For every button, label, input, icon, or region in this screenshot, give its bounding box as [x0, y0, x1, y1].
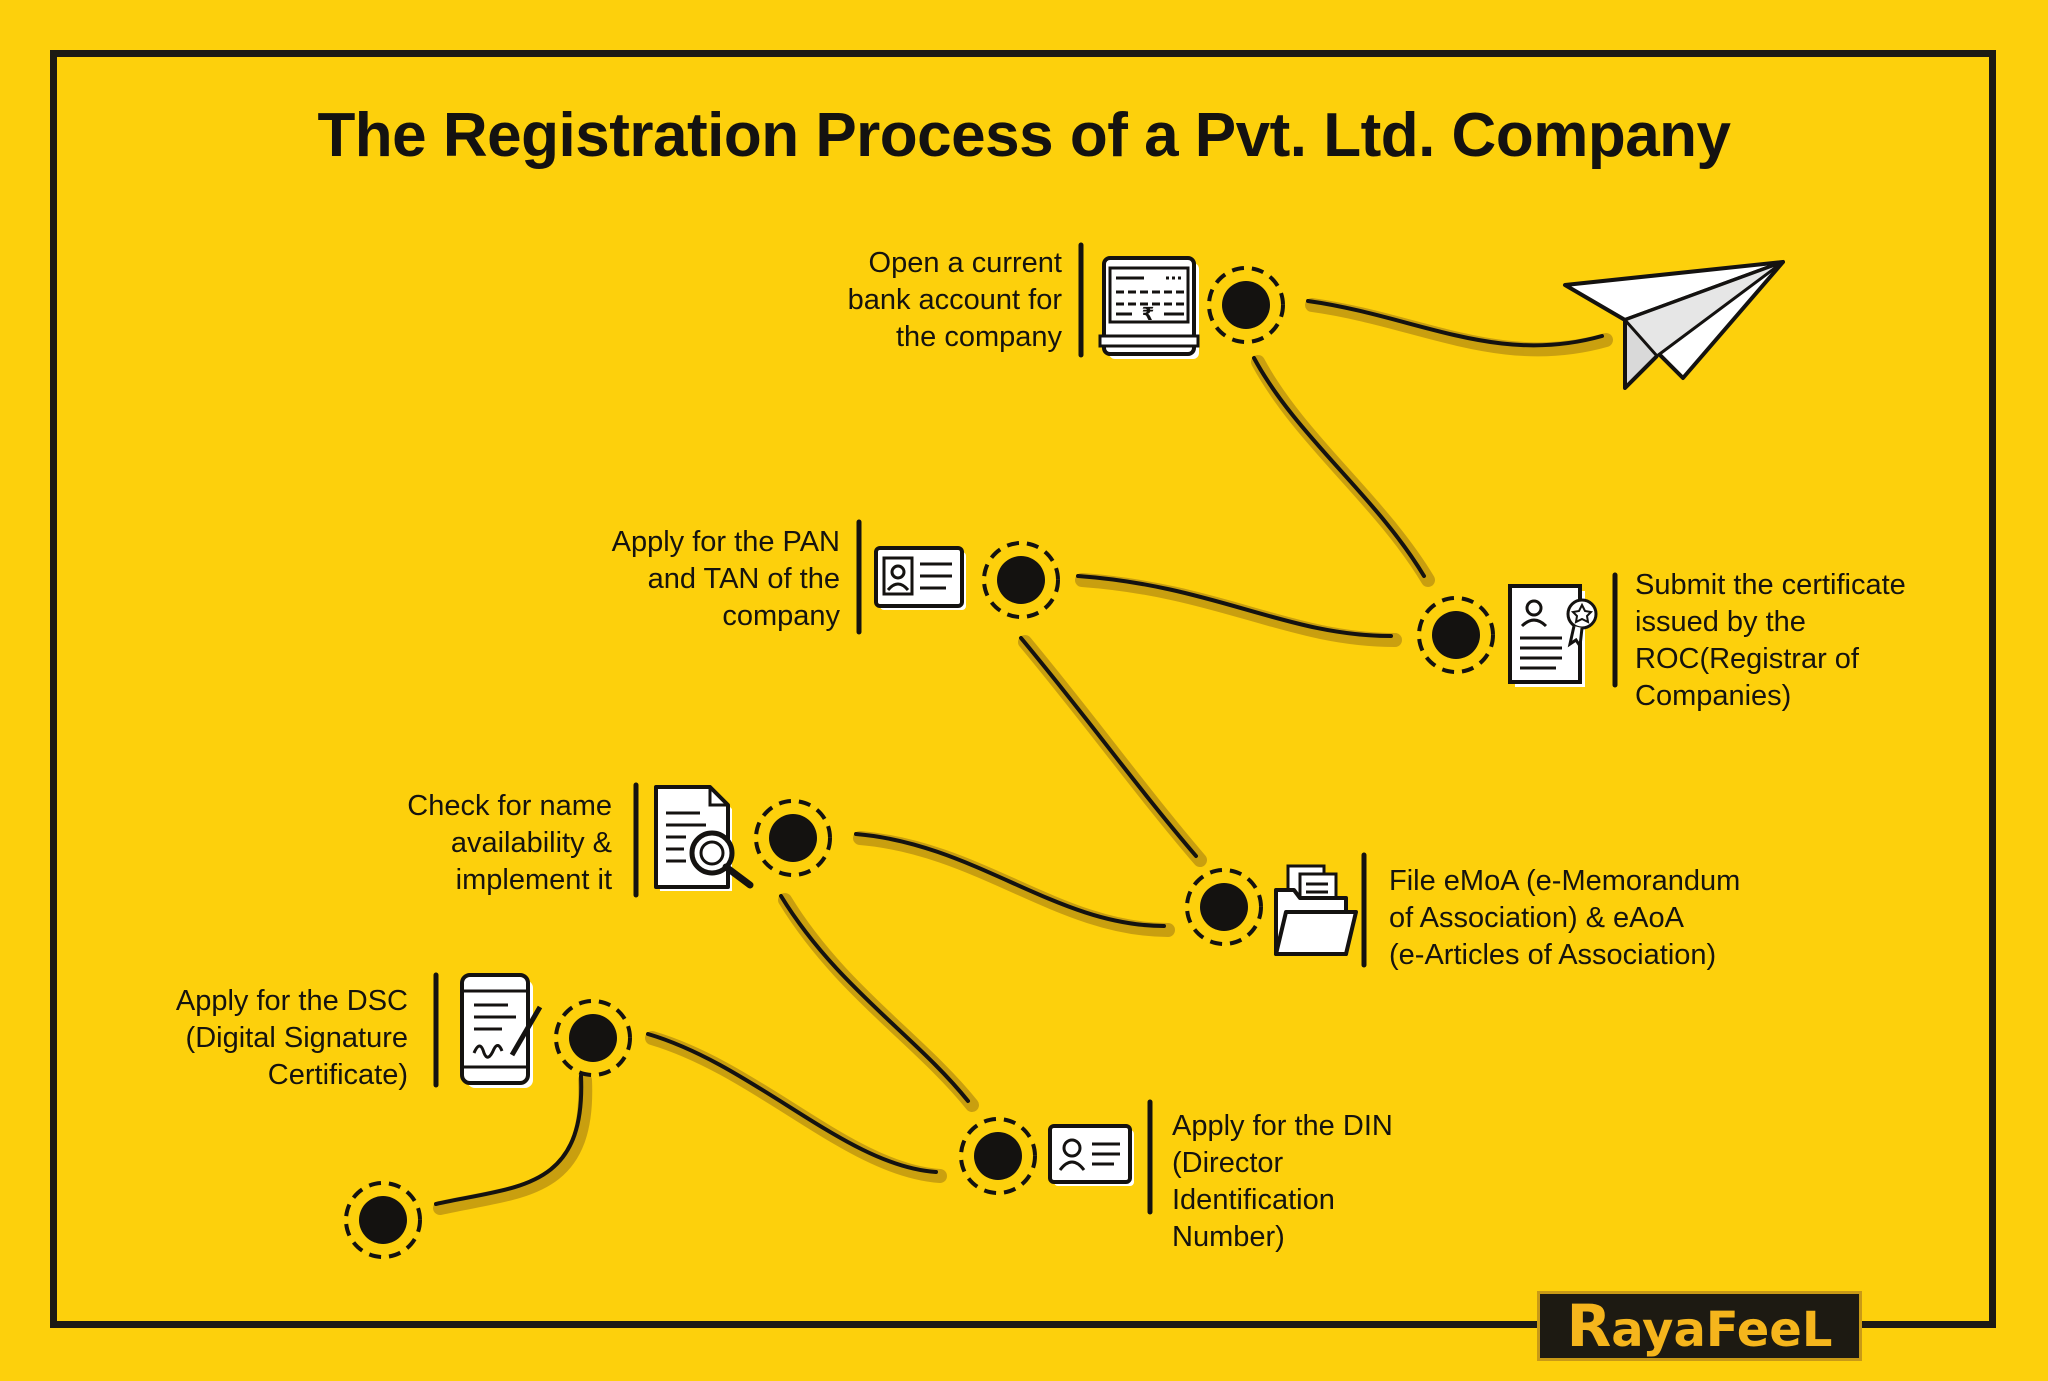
bank-cheque-icon: ₹ — [1098, 256, 1200, 359]
node-dsc — [554, 999, 632, 1077]
border-frame — [50, 50, 1996, 1328]
node-name-check — [754, 799, 832, 877]
path-shadows — [433, 298, 1613, 1215]
paper-plane-icon — [1563, 260, 1785, 390]
pan-card-icon — [874, 546, 966, 610]
document-search-icon — [654, 785, 754, 891]
logo-text: RayaFeeL — [1566, 1292, 1833, 1360]
node-emoa — [1185, 868, 1263, 946]
id-card-icon — [1048, 1124, 1134, 1186]
smartphone-signature-icon — [460, 973, 543, 1088]
certificate-icon — [1508, 584, 1598, 687]
svg-text:₹: ₹ — [1142, 304, 1155, 325]
node-start — [344, 1181, 422, 1259]
label-dividers — [433, 242, 1618, 1215]
rayafeel-logo: RayaFeeL — [1537, 1291, 1862, 1361]
node-certificate — [1417, 596, 1495, 674]
folder-files-icon — [1274, 864, 1358, 956]
node-pan — [982, 541, 1060, 619]
path-lines — [434, 299, 1604, 1206]
process-nodes — [344, 266, 1495, 1259]
page-title: The Registration Process of a Pvt. Ltd. … — [317, 101, 1731, 170]
node-bank — [1207, 266, 1285, 344]
node-din — [959, 1117, 1037, 1195]
